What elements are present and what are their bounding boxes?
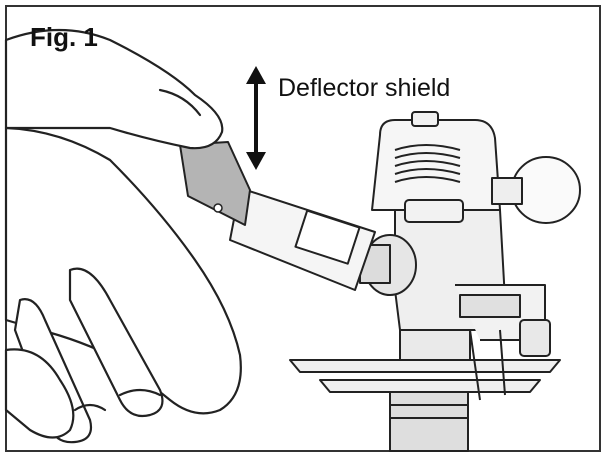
base-plate <box>289 359 561 373</box>
shield-screw <box>213 203 223 213</box>
middle-finger <box>68 267 164 418</box>
pinky-finger <box>4 348 75 439</box>
up-down-arrow-icon <box>246 66 266 170</box>
hand <box>4 28 242 444</box>
sprinkler-head <box>289 111 581 452</box>
riser-pipe <box>389 391 469 452</box>
index-finger <box>4 28 224 150</box>
deflector-arm <box>229 187 376 291</box>
deflector-shield <box>179 141 251 226</box>
deflector-shield-label: Deflector shield <box>278 74 451 102</box>
figure-label: Fig. 1 <box>30 22 98 52</box>
spring-coil <box>394 144 461 183</box>
